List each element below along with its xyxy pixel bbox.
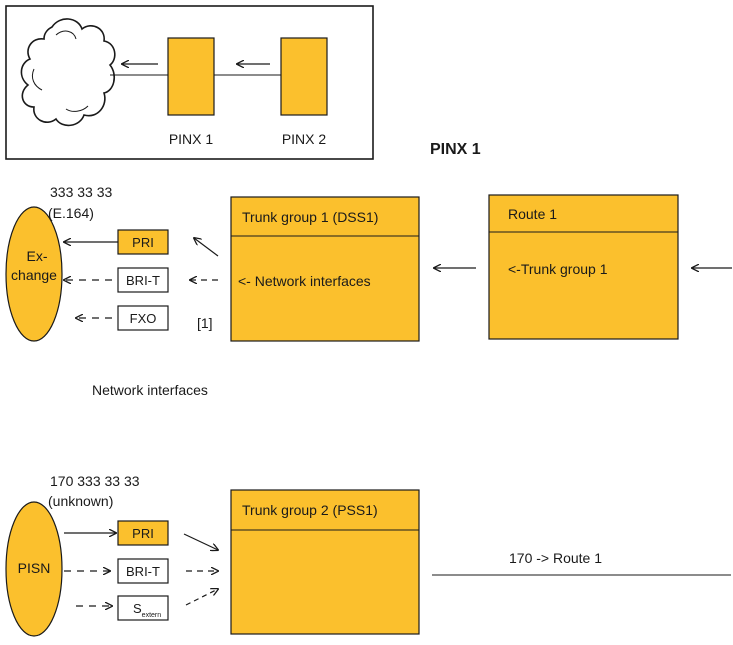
trunk-group-1-title: Trunk group 1 (DSS1) <box>242 209 378 225</box>
arrow-sextern-to-trunk <box>185 589 218 606</box>
route-1-title: Route 1 <box>508 206 557 222</box>
interface-bri-t-label: BRI-T <box>126 273 160 288</box>
trunk-group-2-title: Trunk group 2 (PSS1) <box>242 502 378 518</box>
route-1-body: <-Trunk group 1 <box>508 261 608 277</box>
route-rule-label: 170 -> Route 1 <box>509 550 602 566</box>
interface-bri-t-label: BRI-T <box>126 564 160 579</box>
pinx1-box <box>167 37 215 116</box>
interface-sextern <box>117 595 169 621</box>
sextern-main: S <box>133 601 142 616</box>
route-1 <box>488 194 679 340</box>
section-title: PINX 1 <box>430 141 481 158</box>
interface-pri <box>117 520 169 546</box>
cloud-icon <box>20 18 116 127</box>
interface-pri-label: PRI <box>132 235 154 250</box>
pinx1-label: PINX 1 <box>169 131 214 147</box>
pisn-node <box>5 501 63 637</box>
pinx2-box <box>280 37 328 116</box>
interface-fxo <box>117 305 169 331</box>
interface-bri-t <box>117 558 169 584</box>
pisn-number-type: (unknown) <box>48 493 113 509</box>
pisn-label: PISN <box>18 560 51 576</box>
pinx2-label: PINX 2 <box>282 131 327 147</box>
overview-panel: PINX 1 PINX 2 <box>5 5 374 160</box>
interface-pri <box>117 229 169 255</box>
sextern-sub: extern <box>142 612 162 619</box>
trunk-group-1 <box>230 196 420 342</box>
interface-bri-t <box>117 267 169 293</box>
interface-fxo-label: FXO <box>130 311 157 326</box>
upper-diagram: 333 33 33 (E.164) Ex- change PRI BRI-T F… <box>5 184 732 398</box>
exchange-number-type: (E.164) <box>48 205 94 221</box>
exchange-label-line1: Ex- <box>27 248 48 264</box>
trunk-group-2 <box>230 489 420 635</box>
arrow-pri-to-trunk <box>183 533 218 550</box>
exchange-label-line2: change <box>11 267 57 283</box>
footnote: [1] <box>197 315 213 331</box>
exchange-node <box>5 206 63 342</box>
trunk-group-1-body: <- Network interfaces <box>238 273 371 289</box>
pisn-number: 170 333 33 33 <box>50 473 140 489</box>
arrow-trunk-to-pri <box>194 238 219 257</box>
network-interfaces-caption: Network interfaces <box>92 382 208 398</box>
lower-diagram: 170 333 33 33 (unknown) PISN PRI BRI-T S… <box>5 473 731 637</box>
interface-pri-label: PRI <box>132 526 154 541</box>
exchange-number: 333 33 33 <box>50 184 112 200</box>
cloud-inner-stroke <box>31 30 89 112</box>
interface-sextern-label: Sextern <box>133 601 161 619</box>
